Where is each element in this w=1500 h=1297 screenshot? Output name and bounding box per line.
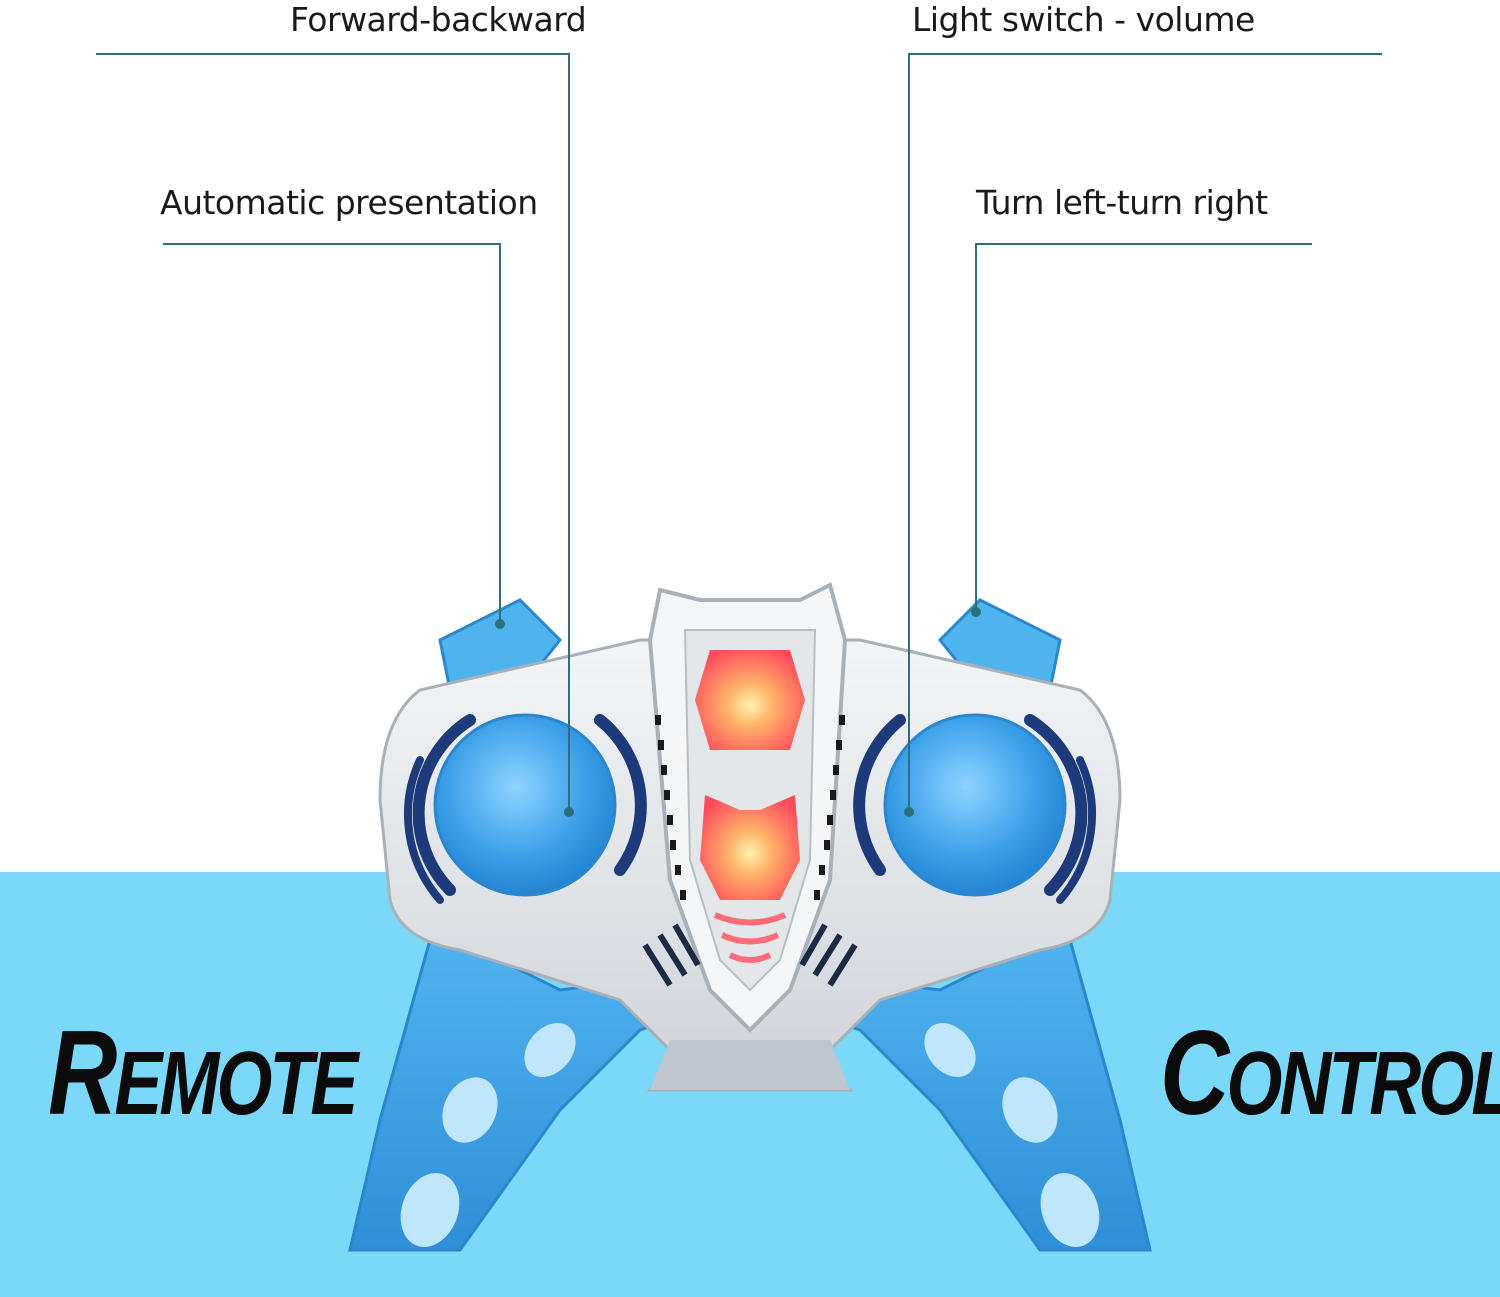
left-grip: [348, 938, 704, 1252]
headline-control-cap: C: [1160, 1006, 1229, 1140]
leader-dots: [495, 607, 981, 817]
right-grip: [796, 938, 1152, 1252]
led-lights: [695, 650, 805, 963]
label-forward-backward: Forward-backward: [290, 0, 587, 39]
headline-remote: REMOTE: [48, 1005, 358, 1143]
label-turn-left-turn-right: Turn left-turn right: [976, 183, 1268, 222]
label-automatic-presentation: Automatic presentation: [160, 183, 538, 222]
headline-remote-rest: EMOTE: [114, 1033, 358, 1134]
headline-control: CONTROL: [1160, 1005, 1500, 1143]
label-light-switch-volume: Light switch - volume: [912, 0, 1255, 39]
headline-control-rest: ONTROL: [1226, 1033, 1500, 1134]
headline-remote-cap: R: [48, 1006, 117, 1140]
right-stick[interactable]: [853, 713, 1097, 904]
leader-lines: [96, 53, 1382, 812]
